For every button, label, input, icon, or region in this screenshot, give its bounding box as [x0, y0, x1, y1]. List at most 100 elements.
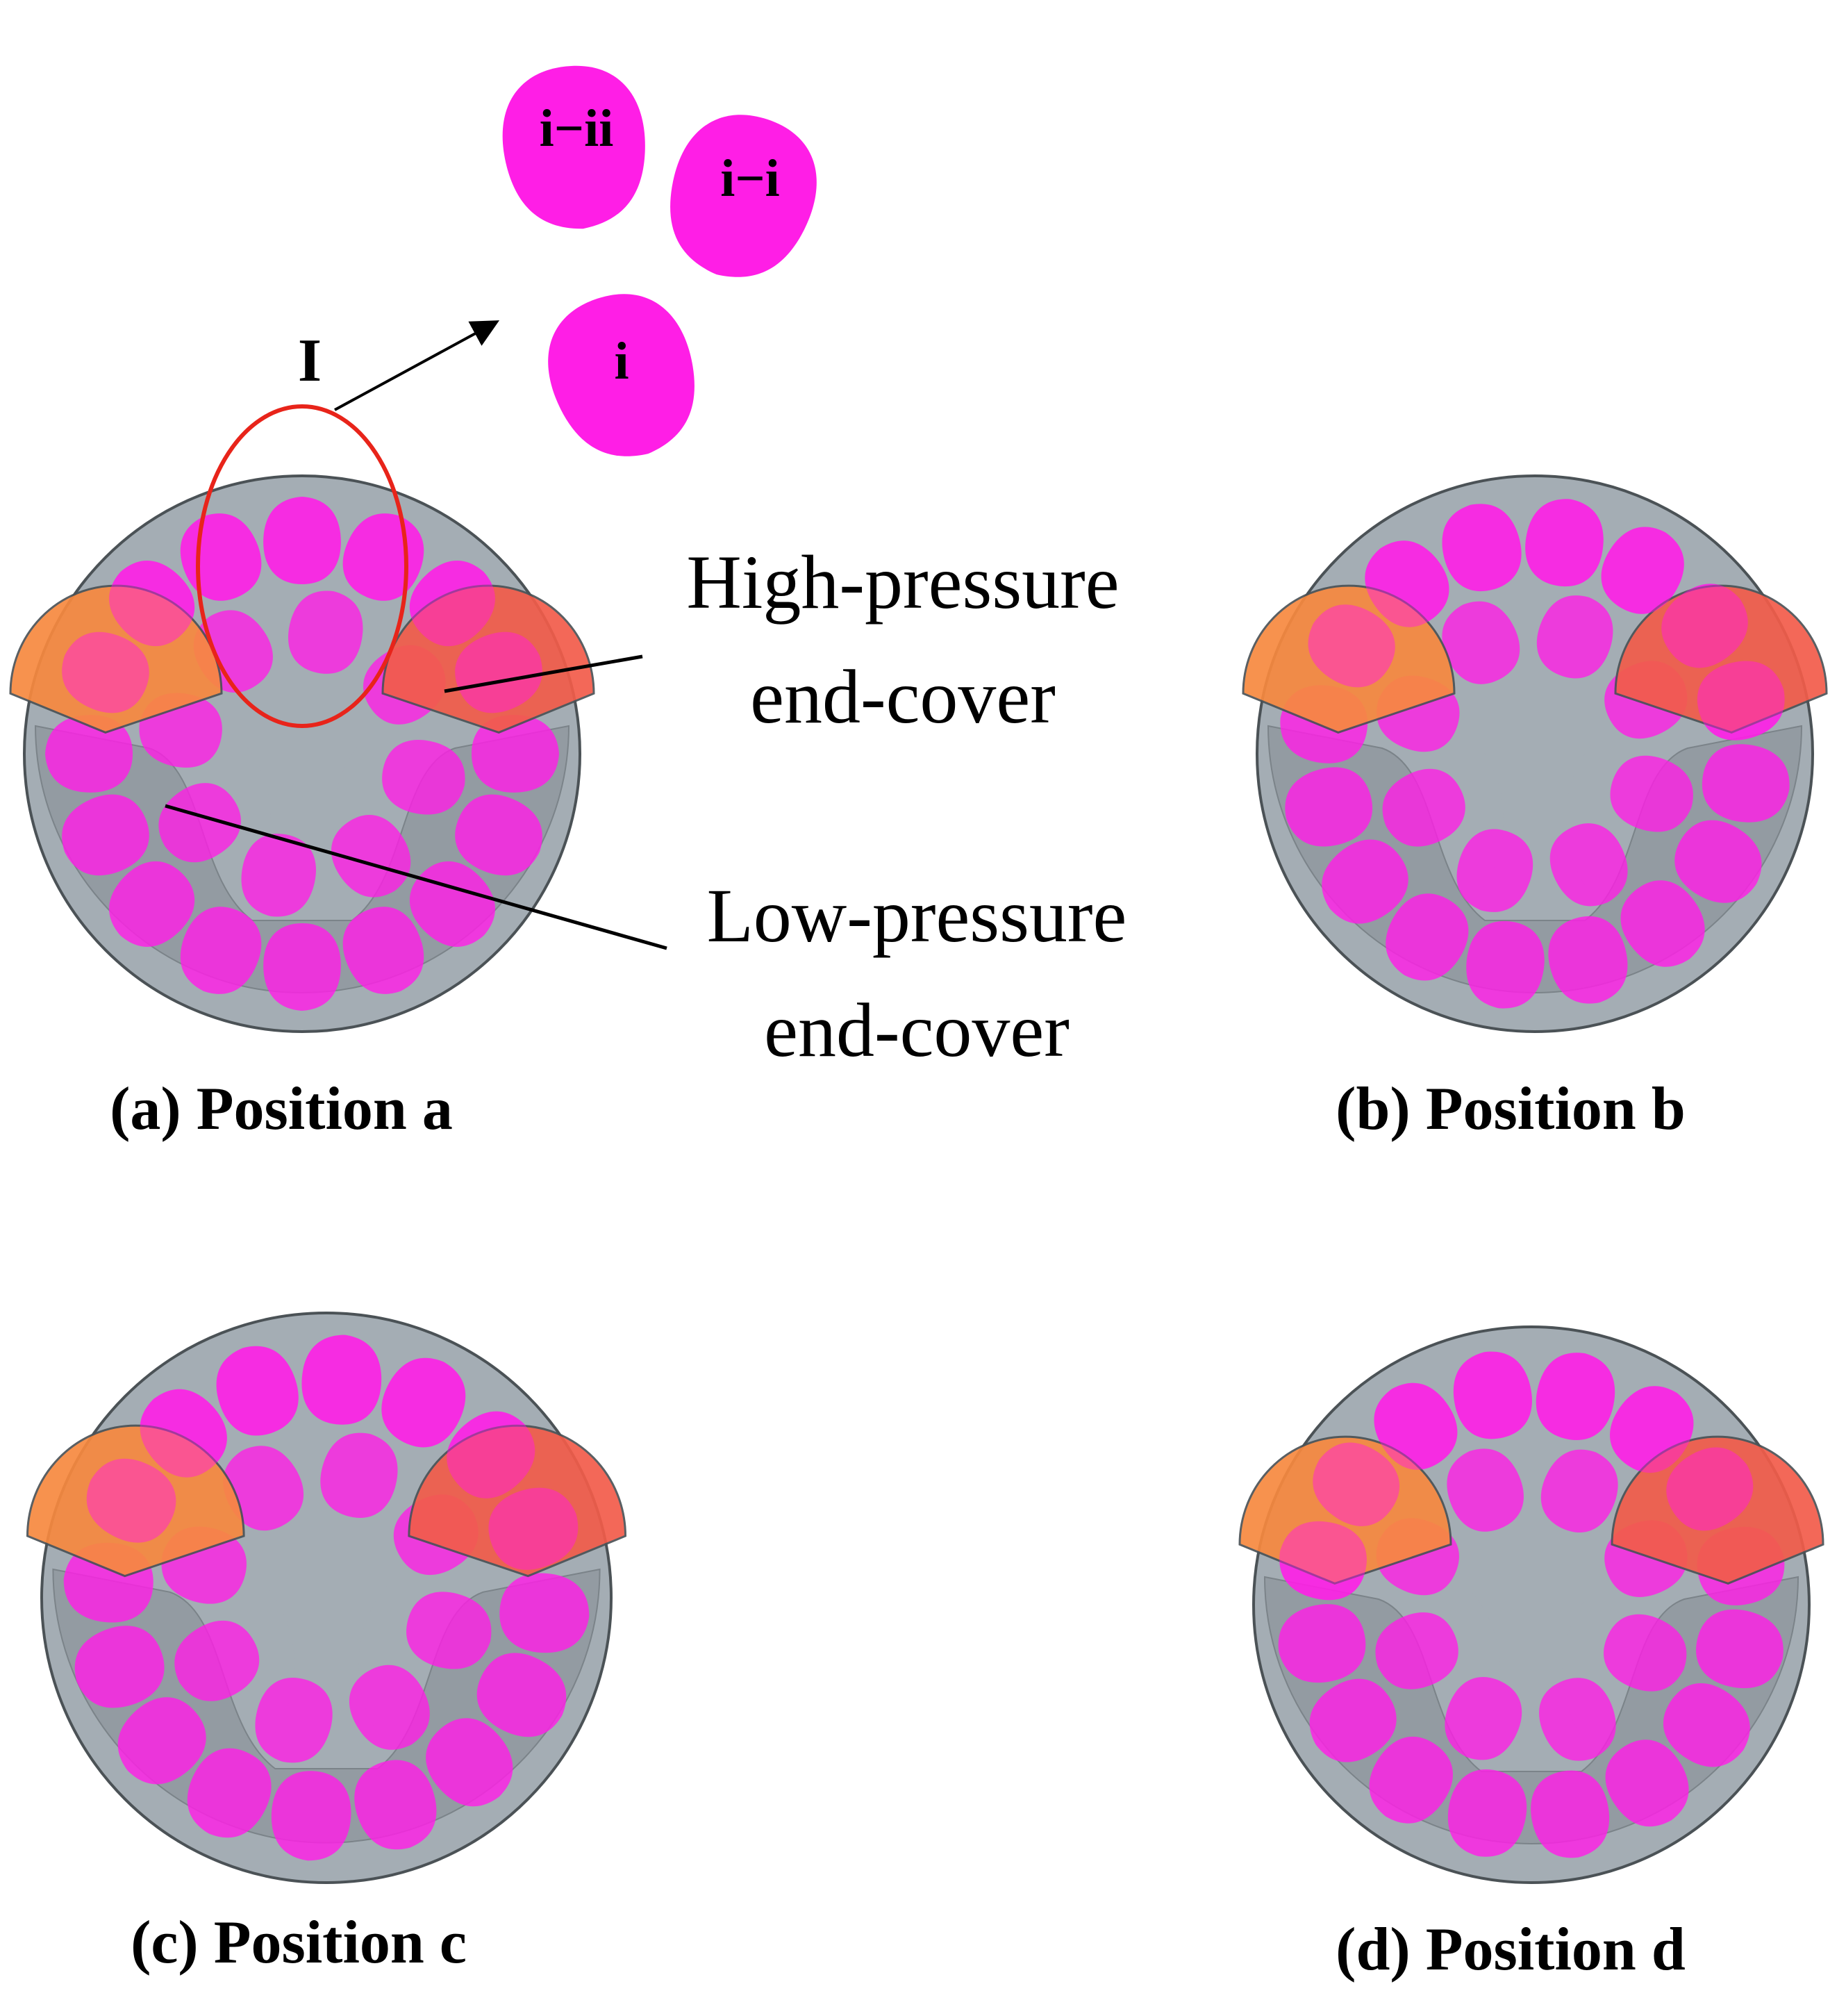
channel-overlay [1313, 1442, 1400, 1526]
channel [1663, 1683, 1750, 1767]
channel [472, 715, 559, 793]
channel [263, 497, 341, 584]
channel [1382, 768, 1465, 847]
channel [1466, 920, 1545, 1009]
channel [187, 1748, 272, 1838]
channel [320, 1432, 398, 1518]
channel [1536, 595, 1613, 679]
channel [1278, 1604, 1366, 1683]
channel [499, 1573, 590, 1653]
label-i-i: i−i [720, 149, 780, 208]
zoom-arrow [334, 320, 500, 411]
channel-overlay [447, 1411, 535, 1498]
left-end-cover-segment [1238, 1435, 1452, 1585]
channel [241, 834, 316, 917]
channel-overlay [140, 1389, 227, 1478]
channel [476, 1653, 567, 1737]
caption-position-d: (d) Position d [1336, 1916, 1686, 1983]
detail-I-highlight-ellipse [196, 404, 408, 728]
caption-position-a: (a) Position a [110, 1075, 453, 1143]
label-i: i [614, 332, 629, 390]
channel [1604, 1614, 1687, 1692]
channel-overlay [1661, 584, 1748, 668]
channel [1369, 1736, 1453, 1824]
channel [1447, 1769, 1527, 1857]
panel-position-c [26, 1312, 627, 1884]
channel [1285, 767, 1373, 847]
channel [349, 1664, 430, 1750]
channel [301, 1335, 382, 1425]
channel-overlay [1308, 604, 1395, 688]
channel [1549, 823, 1628, 907]
high-pressure-leader-line [444, 654, 643, 693]
channel [62, 794, 149, 876]
channel [180, 907, 262, 994]
channel-overlay [1536, 1353, 1615, 1440]
channel [1601, 527, 1684, 614]
channel [1525, 499, 1604, 587]
channel [271, 1771, 351, 1861]
channel-overlay [109, 561, 195, 647]
channel-overlay [1442, 504, 1522, 592]
channel [263, 923, 341, 1011]
channel [354, 1760, 437, 1850]
channel [1309, 1678, 1397, 1762]
channel [1374, 1382, 1458, 1470]
channel [109, 861, 195, 947]
high-pressure-end-cover [408, 1424, 627, 1578]
channel-overlay [1666, 1447, 1754, 1531]
channel-overlay [1601, 527, 1684, 614]
channel [1548, 916, 1628, 1004]
detail-label-I: I [298, 327, 322, 395]
left-end-cover-segment [26, 1424, 245, 1578]
channel [1605, 1740, 1689, 1827]
channel-i-ii-shape [502, 65, 645, 229]
channel-overlay [455, 631, 542, 713]
channel-overlay [301, 1335, 382, 1425]
channel-overlay [62, 631, 149, 713]
channel [1386, 893, 1469, 981]
channel-overlay [1697, 661, 1785, 741]
label-i-ii: i−ii [540, 99, 614, 158]
channel [1442, 504, 1522, 592]
channel [288, 590, 363, 674]
channel [1531, 1770, 1610, 1858]
high-pressure-end-cover [1614, 584, 1828, 734]
channel [1539, 1678, 1616, 1761]
low-pressure-label-line2: end-cover [764, 988, 1070, 1073]
low-pressure-label-line1: Low-pressure [707, 873, 1127, 958]
channel [381, 1357, 466, 1448]
channel [1445, 1677, 1522, 1760]
detail-zoom: i−ii i−i i I [298, 65, 817, 456]
channel [1696, 1609, 1783, 1689]
channel [216, 1346, 299, 1436]
channel-overlay [1365, 540, 1449, 627]
high-pressure-end-cover [1611, 1435, 1824, 1585]
channel [1375, 1612, 1458, 1689]
channel [1453, 1351, 1532, 1439]
channel-overlay [488, 1487, 579, 1570]
panel-position-a [9, 474, 595, 1033]
channel-i-shape [548, 294, 695, 456]
panel-position-d [1238, 1325, 1824, 1884]
channel-overlay [263, 497, 341, 584]
channel [174, 1620, 260, 1701]
high-pressure-label-line1: High-pressure [686, 540, 1119, 625]
channel [1456, 829, 1533, 912]
channel [342, 907, 424, 994]
channel [1620, 880, 1705, 967]
channel [1447, 1448, 1524, 1532]
caption-position-c: (c) Position c [131, 1909, 467, 1976]
channel-i-i-shape [670, 115, 817, 277]
channel [406, 1592, 492, 1669]
channel [158, 783, 241, 863]
left-end-cover-segment [1242, 584, 1456, 734]
channel-overlay [381, 1357, 466, 1448]
panel-position-b [1242, 474, 1828, 1033]
high-pressure-label-line2: end-cover [750, 654, 1056, 739]
annotations: High-pressure end-cover Low-pressure end… [165, 540, 1126, 1073]
channel-overlay [86, 1458, 176, 1543]
channel [1442, 601, 1520, 684]
channel-overlay [1374, 1382, 1458, 1470]
